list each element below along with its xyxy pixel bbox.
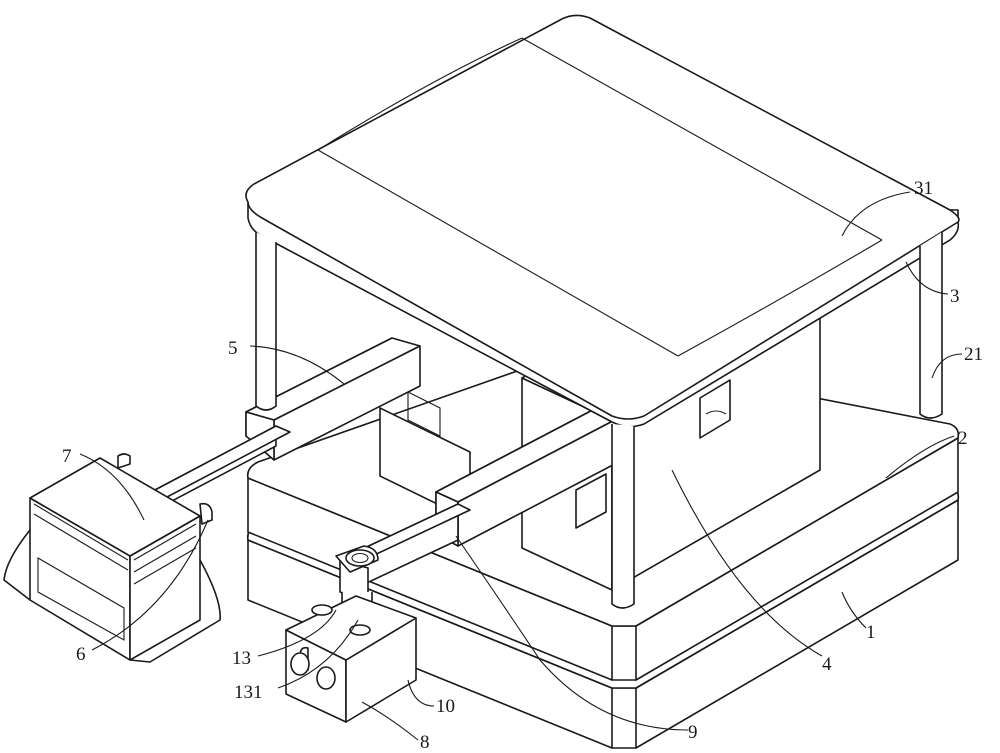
motor-housing-8 xyxy=(285,595,417,723)
label-9: 9 xyxy=(688,722,698,743)
box-7 xyxy=(3,453,221,663)
label-1: 1 xyxy=(866,622,876,643)
label-10: 10 xyxy=(436,696,455,717)
beam-9 xyxy=(355,401,631,589)
label-8: 8 xyxy=(420,732,430,753)
label-5: 5 xyxy=(228,338,238,359)
label-21: 21 xyxy=(964,344,983,365)
arm-to-box-7 xyxy=(135,425,291,521)
label-2: 2 xyxy=(958,428,968,449)
label-6: 6 xyxy=(76,644,86,665)
label-4: 4 xyxy=(822,654,832,675)
label-3: 3 xyxy=(950,286,960,307)
label-31: 31 xyxy=(914,178,933,199)
columns-21 xyxy=(255,232,943,609)
label-13: 13 xyxy=(232,648,251,669)
reference-numerals: 31 3 21 2 1 4 5 7 6 9 13 131 10 8 xyxy=(62,178,983,753)
label-7: 7 xyxy=(62,446,72,467)
leader-lines xyxy=(79,191,963,741)
label-131: 131 xyxy=(234,682,263,703)
beam-5 xyxy=(245,337,421,461)
